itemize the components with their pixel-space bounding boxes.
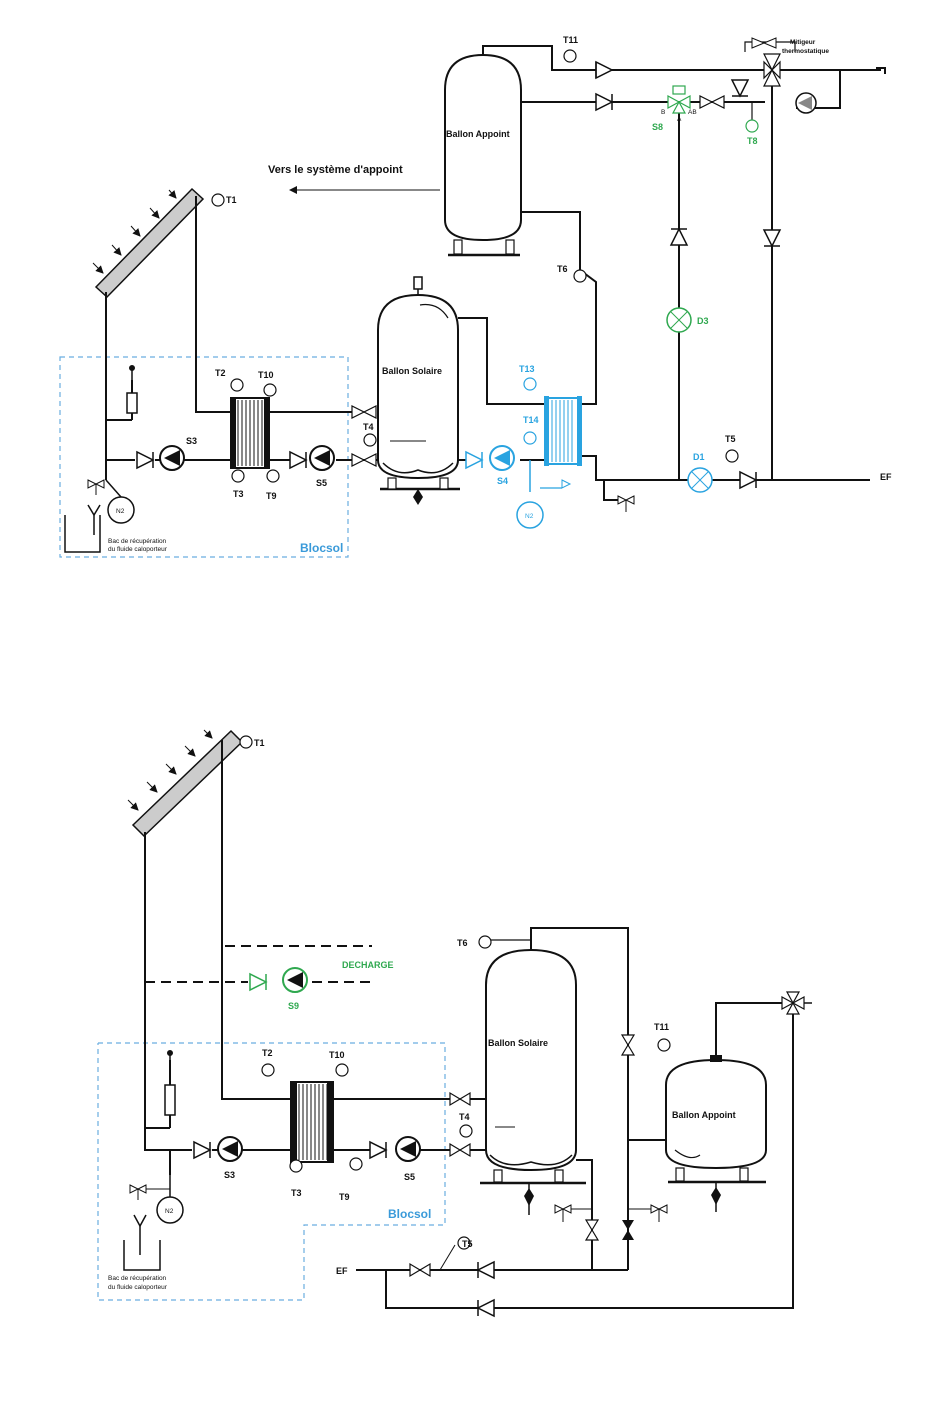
sensor-t9: T9 xyxy=(266,491,277,501)
sensor-t13: T13 xyxy=(519,364,535,374)
top-bac-label-2: du fluide caloporteur xyxy=(108,546,168,553)
ballon-solaire-tank-bottom xyxy=(485,948,577,1172)
b-pump-s5-label: S5 xyxy=(404,1172,415,1182)
pump-s3-label: S3 xyxy=(186,436,197,446)
b-sensor-t2: T2 xyxy=(262,1048,273,1058)
top-blocsol-label: Blocsol xyxy=(300,541,343,555)
port-a: A xyxy=(677,116,682,123)
top-bac-label-1: Bac de récupération xyxy=(108,538,167,545)
sensor-t10: T10 xyxy=(258,370,274,380)
ballon-appoint-tank xyxy=(444,53,522,242)
top-ballon-appoint-label: Ballon Appoint xyxy=(446,129,510,139)
n2-label-top: N2 xyxy=(116,508,125,515)
sensor-t8: T8 xyxy=(747,136,758,146)
sensor-t2: T2 xyxy=(215,368,226,378)
valve-s8-label: S8 xyxy=(652,122,663,132)
pump-s4-label: S4 xyxy=(497,476,508,486)
blocsol-box-bottom xyxy=(97,1042,446,1301)
pump-s5-label: S5 xyxy=(316,478,327,488)
b-bac-label-1: Bac de récupération xyxy=(108,1275,167,1282)
top-ballon-solaire-label: Ballon Solaire xyxy=(382,366,442,376)
b-bac-label-2: du fluide caloporteur xyxy=(108,1284,168,1291)
sensor-t6: T6 xyxy=(557,264,568,274)
b-sensor-t3: T3 xyxy=(291,1188,302,1198)
sensor-t11: T11 xyxy=(563,35,578,45)
b-pump-s3-label: S3 xyxy=(224,1170,235,1180)
sensor-t1: T1 xyxy=(226,195,237,205)
blocsol-box xyxy=(59,356,349,558)
vers-appoint-label: Vers le système d'appoint xyxy=(268,164,403,176)
b-sensor-t9: T9 xyxy=(339,1192,350,1202)
mitigeur-label-1: Mitigeur xyxy=(790,39,816,46)
b-ballon-solaire-label: Ballon Solaire xyxy=(488,1038,548,1048)
n2-label-top-blue: N2 xyxy=(525,513,534,520)
bottom-labels: T1 T6 T2 T10 T3 T9 T4 T11 T5 S3 S5 S9 DE… xyxy=(108,738,736,1291)
d3-label: D3 xyxy=(697,316,709,326)
b-pump-s9-label: S9 xyxy=(288,1001,299,1011)
ballon-solaire-tank xyxy=(377,293,459,480)
port-b: B xyxy=(661,109,665,116)
sensor-t5: T5 xyxy=(725,434,736,444)
b-sensor-t4: T4 xyxy=(459,1112,470,1122)
mitigeur-label-2: thermostatique xyxy=(782,48,829,55)
b-blocsol-label: Blocsol xyxy=(388,1207,431,1221)
b-n2-label: N2 xyxy=(165,1208,174,1215)
port-ab: AB xyxy=(688,109,697,116)
top-diagram xyxy=(59,37,886,558)
solar-collector xyxy=(92,187,205,299)
sensor-t4: T4 xyxy=(363,422,374,432)
top-ef-label: EF xyxy=(880,472,892,482)
b-ef-label: EF xyxy=(336,1266,348,1276)
b-sensor-t11: T11 xyxy=(654,1022,669,1032)
ballon-appoint-tank-bottom xyxy=(665,1058,767,1170)
sensor-t3: T3 xyxy=(233,489,244,499)
sensor-t14: T14 xyxy=(523,415,539,425)
b-sensor-t10: T10 xyxy=(329,1050,345,1060)
top-labels: Ballon Appoint Ballon Solaire Vers le sy… xyxy=(108,35,892,555)
d1-label: D1 xyxy=(693,452,705,462)
b-sensor-t5: T5 xyxy=(462,1239,473,1249)
decharge-label: DECHARGE xyxy=(342,960,394,970)
b-sensor-t6: T6 xyxy=(457,938,468,948)
bottom-diagram xyxy=(97,729,812,1318)
b-ballon-appoint-label: Ballon Appoint xyxy=(672,1110,736,1120)
b-sensor-t1: T1 xyxy=(254,738,265,748)
